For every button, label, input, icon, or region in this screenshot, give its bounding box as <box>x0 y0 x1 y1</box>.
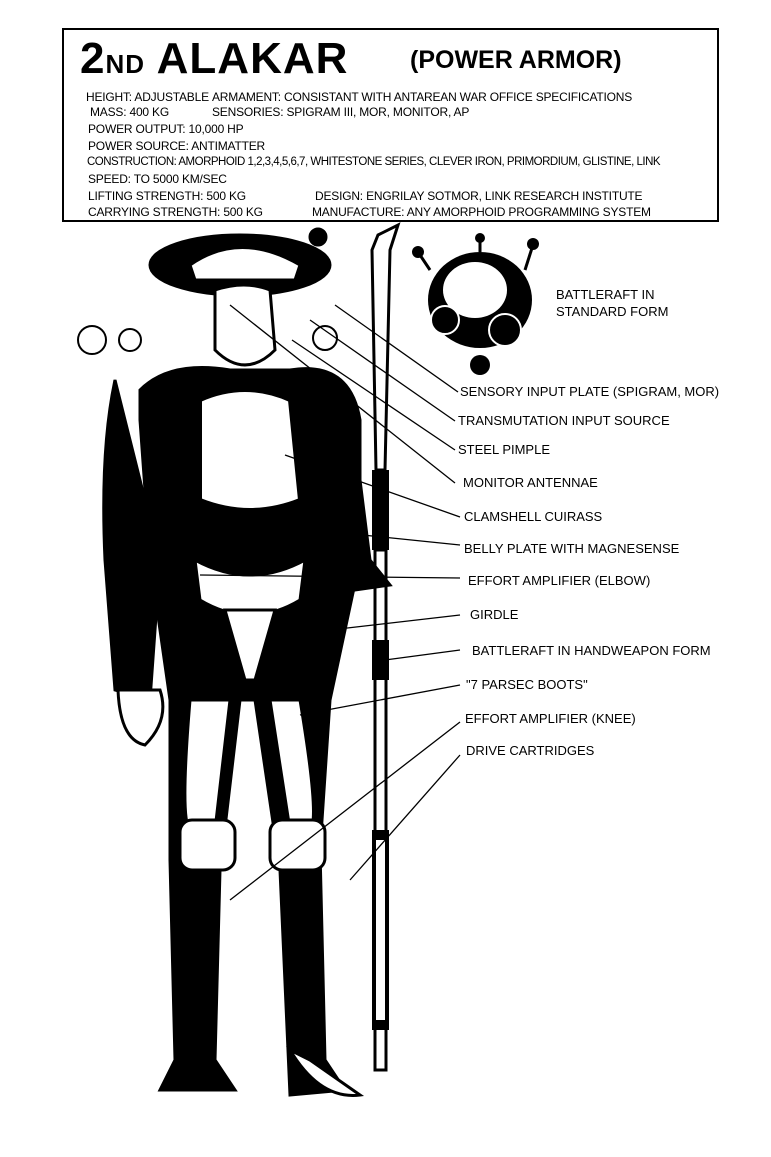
label-belly-plate: BELLY PLATE with MAGNESENSE <box>464 541 680 556</box>
spec-power-output: POWER OUTPUT: 10,000 hp <box>88 122 244 136</box>
spec-height: HEIGHT: ADJUSTABLE <box>86 90 209 104</box>
spec-lifting: LIFTING STRENGTH: 500 kg <box>88 189 246 203</box>
spec-box <box>62 28 719 222</box>
spec-carrying: CARRYING STRENGTH: 500 kg <box>88 205 263 219</box>
label-monitor-antennae: MONITOR ANTENNAE <box>463 475 598 490</box>
spec-construction: CONSTRUCTION: AMORPHOID 1,2,3,4,5,6,7, W… <box>87 156 661 168</box>
label-battleraft-standard-2: STANDARD FORM <box>556 304 669 319</box>
figure <box>102 227 393 1097</box>
label-effort-amplifier-elbow: EFFORT AMPLIFIER (ELBOW) <box>468 573 651 588</box>
label-steel-pimple: STEEL PIMPLE <box>458 442 550 457</box>
leader-lines <box>199 304 461 901</box>
title-name: ALAKAR <box>156 34 349 83</box>
battleraft-standard-form <box>412 233 539 375</box>
staff <box>370 222 401 1072</box>
label-sensory-input-plate: SENSORY INPUT PLATE (SPIGRAM, MOR) <box>460 384 720 399</box>
spec-speed: SPEED: TO 5000 km/sec <box>88 172 227 186</box>
label-battleraft-handweapon: BATTLERAFT IN HANDWEAPON FORM <box>472 643 711 658</box>
label-drive-cartridges: DRIVE CARTRIDGES <box>466 743 595 758</box>
title-ordinal: ND <box>105 49 146 79</box>
subtitle: (POWER ARMOR) <box>410 46 622 74</box>
label-clamshell-cuirass: CLAMSHELL CUIRASS <box>464 509 603 524</box>
spec-manufacture: MANUFACTURE: ANY AMORPHOID PROGRAMMING S… <box>312 205 651 219</box>
label-battleraft-standard-1: BATTLERAFT IN <box>556 287 655 302</box>
label-effort-amplifier-knee: EFFORT AMPLIFIER (KNEE) <box>465 711 636 726</box>
title-number: 2 <box>80 34 106 83</box>
spec-armament: ARMAMENT: CONSISTANT WITH ANTAREAN WAR O… <box>212 90 633 104</box>
label-girdle: GIRDLE <box>470 607 519 622</box>
spec-design: DESIGN: ENGRILAY SOTMOR, LINK RESEARCH I… <box>315 189 643 203</box>
label-transmutation-input-source: TRANSMUTATION INPUT SOURCE <box>458 413 670 428</box>
spec-mass: MASS: 400 kg <box>90 105 169 119</box>
clouds <box>77 325 338 355</box>
page-title: 2ND ALAKAR <box>80 34 348 84</box>
spec-sensories: SENSORIES: SPIGRAM III, MOR, MONITOR, AP <box>212 105 470 119</box>
label-parsec-boots: "7 PARSEC BOOTS" <box>466 677 588 692</box>
spec-power-source: POWER SOURCE: ANTIMATTER <box>88 139 265 153</box>
